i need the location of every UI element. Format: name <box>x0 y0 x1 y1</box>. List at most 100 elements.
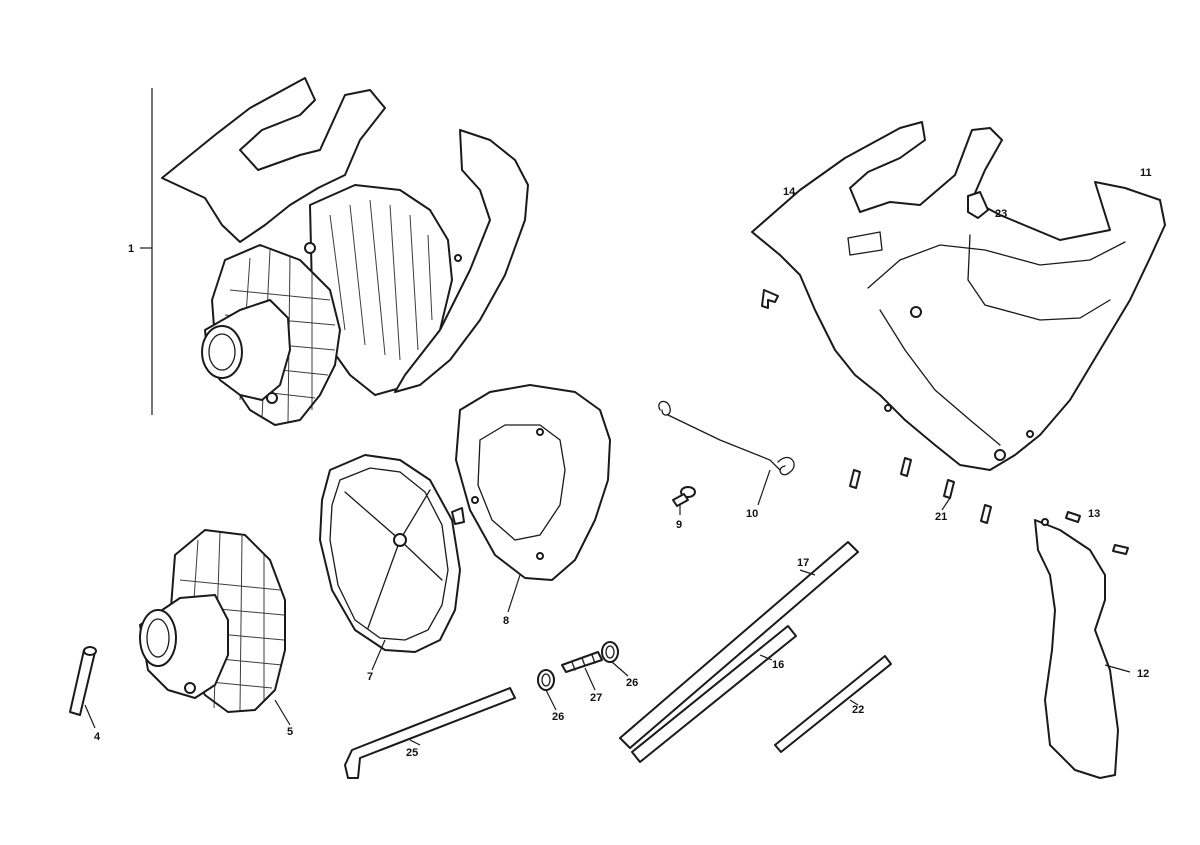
part-23-clip <box>967 191 989 219</box>
part-25-hose-body <box>344 687 516 779</box>
callout-26-right: 26 <box>626 677 638 689</box>
callout-27: 27 <box>590 692 602 704</box>
part-8-hole-top <box>536 428 544 436</box>
part-21-studs <box>849 457 992 524</box>
callout-4: 4 <box>94 731 101 743</box>
part-8-hole-bottom <box>536 552 544 560</box>
callout-25: 25 <box>406 747 418 759</box>
callout-12: 12 <box>1137 668 1149 680</box>
callout-26-left: 26 <box>552 711 564 723</box>
part-5-grille-housing <box>139 529 286 713</box>
part-16-strip <box>631 625 797 763</box>
assembly-1-intake-mouth <box>201 325 243 379</box>
part-12-flap-hole <box>1041 518 1049 526</box>
assembly-1-mount-hole <box>304 242 316 254</box>
part-5-drain-nub <box>184 682 196 694</box>
leader-line-10 <box>757 469 771 506</box>
callout-8: 8 <box>503 615 509 627</box>
part-21-stud-d <box>980 504 992 524</box>
leader-line-26a <box>545 689 557 711</box>
part-7-frame-hub <box>393 533 407 547</box>
part-8-cover-body <box>455 384 611 581</box>
part-7-frame-rim <box>319 454 461 653</box>
housing-11-contours <box>867 234 1126 446</box>
part-9-bolt-shank <box>672 493 689 507</box>
callout-labels: 1 4 5 7 8 9 10 11 12 13 14 16 17 21 22 2… <box>94 167 1152 759</box>
part-26-clamp-left-inner <box>541 673 551 687</box>
assembly-1-drain-nub <box>266 392 278 404</box>
part-8-hole-left <box>471 496 479 504</box>
callout-9: 9 <box>676 519 682 531</box>
callout-1: 1 <box>128 243 134 255</box>
part-10-wire-loop <box>777 456 795 476</box>
leader-line-4 <box>84 704 96 729</box>
part-8-cover-opening <box>477 424 566 541</box>
part-17-strip-body <box>619 541 859 749</box>
assembly-1-arm-hole <box>454 254 462 262</box>
housing-11-mount-hole <box>910 306 922 318</box>
part-22-strip <box>774 655 892 753</box>
part-4-small-tube <box>69 646 97 716</box>
part-4-tube-cap <box>83 646 97 656</box>
part-21-stud-b <box>900 457 912 477</box>
assembly-1-cone-hatching <box>329 199 433 361</box>
part-26-27-fittings <box>537 641 619 691</box>
part-26-clamp-right <box>601 641 619 663</box>
callout-17: 17 <box>797 557 809 569</box>
part-26-clamp-left <box>537 669 555 691</box>
assembly-1-intake-mouth-inner <box>208 333 236 371</box>
part-5-intake-mouth-inner <box>146 618 170 658</box>
part-8-filter-cover <box>455 384 611 581</box>
leader-line-22 <box>849 699 859 706</box>
leader-line-8 <box>507 574 521 613</box>
part-27-fitting <box>561 651 603 673</box>
part-12-flap-body <box>1034 519 1119 779</box>
part-27-fitting-ridges <box>571 654 596 671</box>
housing-11-lower-hole-2 <box>1026 430 1034 438</box>
callout-16: 16 <box>772 659 784 671</box>
part-21-stud-a <box>849 469 861 489</box>
part-11-housing-assembly <box>751 121 1166 471</box>
part-13-screws <box>1065 511 1129 555</box>
part-22-strip-body <box>774 655 892 753</box>
callout-7: 7 <box>367 671 373 683</box>
leader-line-21 <box>941 497 951 511</box>
part-17-strip <box>619 541 859 749</box>
part-16-strip-body <box>631 625 797 763</box>
callout-5: 5 <box>287 726 293 738</box>
leader-line-12 <box>1104 664 1131 673</box>
leader-line-7 <box>371 639 386 671</box>
part-5-intake-mouth <box>139 609 177 667</box>
assembly-1-upper-bracket <box>161 77 386 243</box>
callout-21: 21 <box>935 511 947 523</box>
leader-line-16 <box>759 654 773 661</box>
part-25-hose <box>344 687 516 779</box>
housing-11-lower-hole <box>994 449 1006 461</box>
part-10-wire-spring <box>658 400 795 476</box>
housing-11-side-hole <box>884 404 892 412</box>
callout-14: 14 <box>783 186 796 198</box>
part-13-screw-b <box>1112 544 1129 555</box>
housing-11-bolt <box>761 289 779 309</box>
part-4-tube-body <box>69 649 96 716</box>
leader-line-5 <box>274 699 291 726</box>
part-13-screw-a <box>1065 511 1081 523</box>
leader-line-26b <box>611 661 629 677</box>
leader-line-17 <box>799 569 816 576</box>
housing-11-body <box>751 121 1166 471</box>
callout-13: 13 <box>1088 508 1100 520</box>
leader-lines <box>84 469 951 746</box>
callout-11: 11 <box>1140 167 1152 179</box>
housing-11-label-plate <box>847 231 883 256</box>
part-10-wire <box>658 400 781 471</box>
part-7-frame-inner <box>329 467 449 641</box>
leader-line-27 <box>584 667 596 691</box>
part-21-stud-c <box>943 479 955 499</box>
part-9-bolt <box>672 486 696 507</box>
part-7-filter-frame <box>319 454 465 653</box>
part-26-clamp-right-inner <box>605 645 615 659</box>
part-1-air-intake-assembly <box>140 77 529 426</box>
part-12-flap <box>1034 518 1131 779</box>
